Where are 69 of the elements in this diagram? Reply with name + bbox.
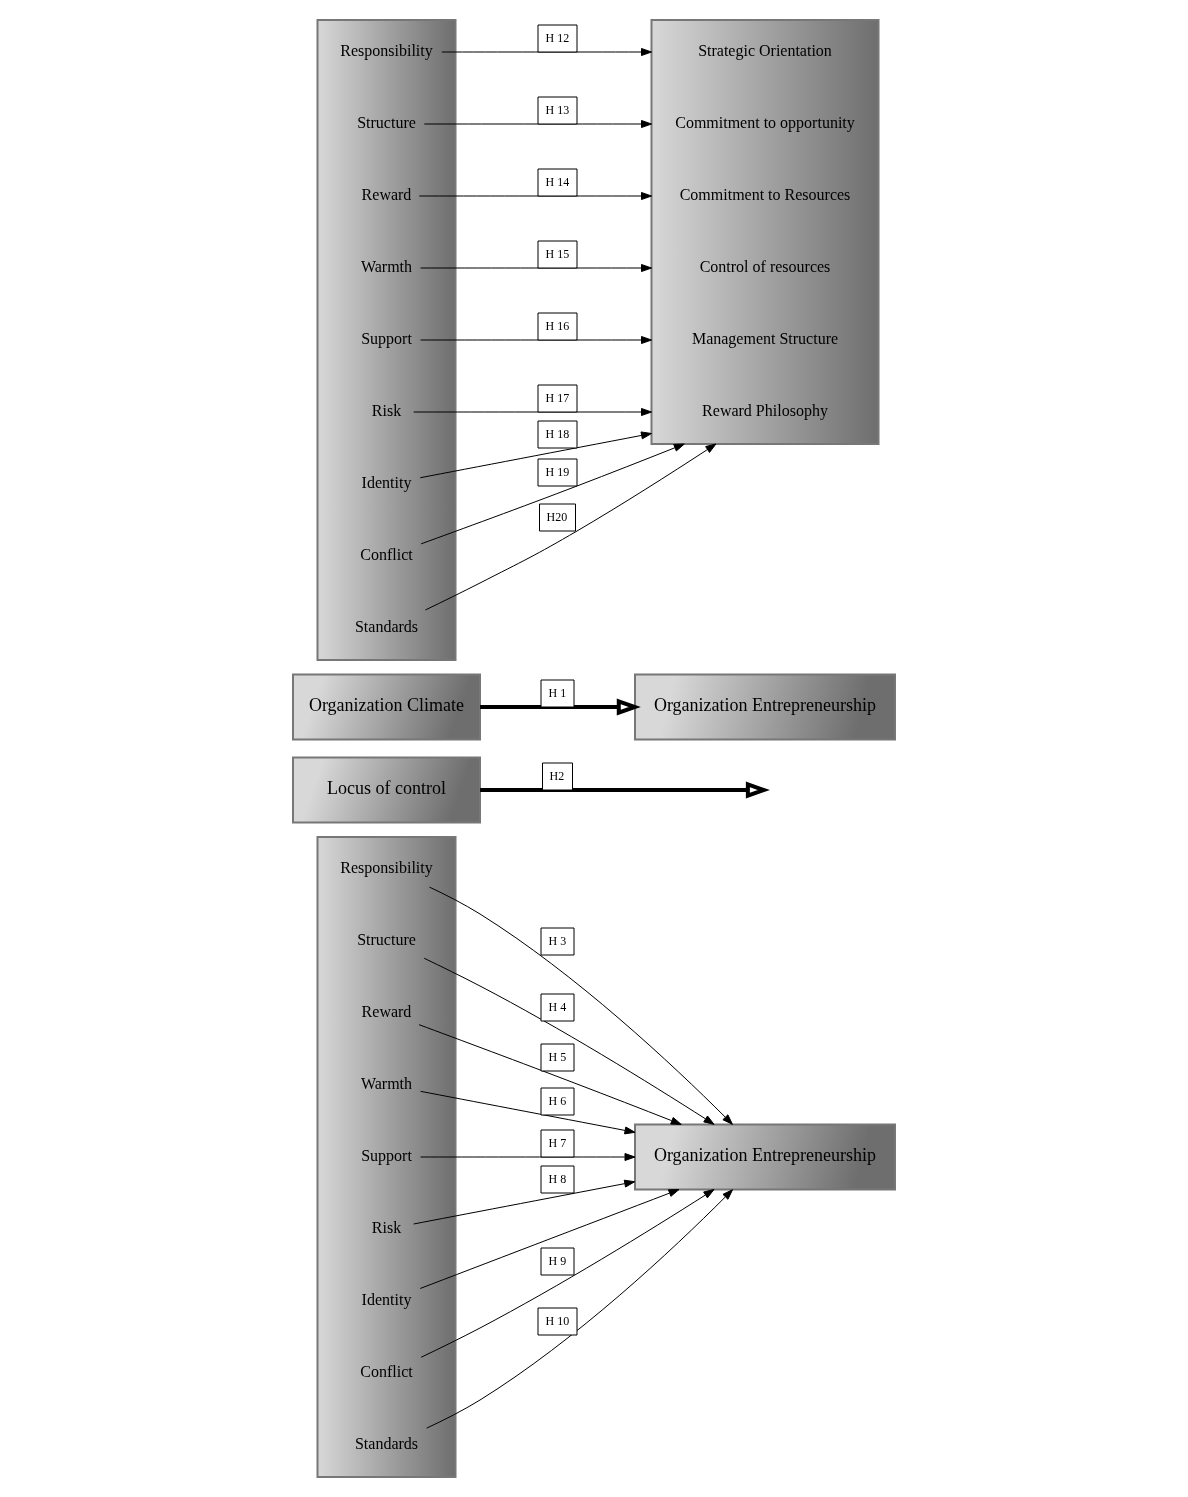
cluster — [316, 19, 457, 661]
node-text: Responsibility — [340, 858, 433, 876]
arrow — [418, 192, 652, 200]
node-text: Standards — [354, 617, 419, 635]
arrow — [420, 1189, 715, 1358]
node-text: Reward Philosophy — [702, 401, 828, 419]
arrow — [413, 1179, 636, 1225]
edge-label: H 3 — [548, 934, 567, 949]
node-box: Organization Entrepreneurship — [634, 673, 896, 741]
arrow — [426, 1189, 733, 1429]
node-box: Organization Entrepreneurship — [634, 1123, 896, 1191]
arrow — [420, 336, 652, 344]
node-box: Organization Climate — [292, 673, 481, 741]
node-text: Support — [361, 1146, 412, 1164]
edge-label: H 13 — [545, 103, 570, 118]
node-text: Risk — [371, 401, 402, 419]
edge-label: H 1 — [548, 686, 567, 701]
arrow — [424, 443, 717, 611]
node-box: Locus of control — [292, 756, 481, 824]
edge-label: H 16 — [545, 319, 570, 334]
edge-label: H 19 — [545, 465, 570, 480]
cluster — [650, 19, 880, 445]
arrow — [480, 781, 770, 799]
node-text: Standards — [354, 1434, 419, 1452]
node-text: Warmth — [360, 257, 413, 275]
arrow — [419, 431, 652, 479]
edge-label: H 7 — [548, 1136, 567, 1151]
node-text: Identity — [361, 1290, 412, 1308]
arrow — [480, 698, 641, 716]
node-text: Management Structure — [691, 329, 839, 347]
edge-label: H 6 — [548, 1094, 567, 1109]
node-text: Conflict — [360, 545, 413, 563]
node-text: Reward — [361, 185, 412, 203]
edge-label: H 10 — [545, 1314, 570, 1329]
arrow — [420, 1153, 636, 1161]
edge-label: H 18 — [545, 427, 570, 442]
arrow — [441, 48, 652, 56]
arrow — [423, 957, 715, 1125]
edge-label: H 5 — [548, 1050, 567, 1065]
node-text: Commitment to opportunity — [675, 113, 855, 131]
node-text: Support — [361, 329, 412, 347]
edge-label: H 4 — [548, 1000, 567, 1015]
arrow — [420, 264, 652, 272]
node-text: Structure — [357, 930, 416, 948]
edge-label: H2 — [549, 769, 565, 784]
arrow — [420, 443, 685, 545]
arrow — [419, 1189, 680, 1289]
node-text: Identity — [361, 473, 412, 491]
arrow — [413, 408, 652, 416]
edge-label: H 12 — [545, 31, 570, 46]
node-text: Control of resources — [699, 257, 831, 275]
edge-label: H 15 — [545, 247, 570, 262]
arrow — [418, 1024, 682, 1125]
edge-label: H 14 — [545, 175, 570, 190]
node-text: Conflict — [360, 1362, 413, 1380]
node-text: Structure — [357, 113, 416, 131]
node-text: Reward — [361, 1002, 412, 1020]
arrow — [429, 886, 733, 1125]
edge-label: H 17 — [545, 391, 570, 406]
node-text: Strategic Orientation — [698, 41, 832, 59]
node-text: Warmth — [360, 1074, 413, 1092]
node-text: Responsibility — [340, 41, 433, 59]
node-text: Commitment to Resources — [679, 185, 851, 203]
arrow — [423, 120, 652, 128]
node-text: Risk — [371, 1218, 402, 1236]
edge-label: H 8 — [548, 1172, 567, 1187]
edge-label: H 9 — [548, 1254, 567, 1269]
edge-label: H20 — [546, 510, 568, 525]
cluster — [316, 836, 457, 1478]
